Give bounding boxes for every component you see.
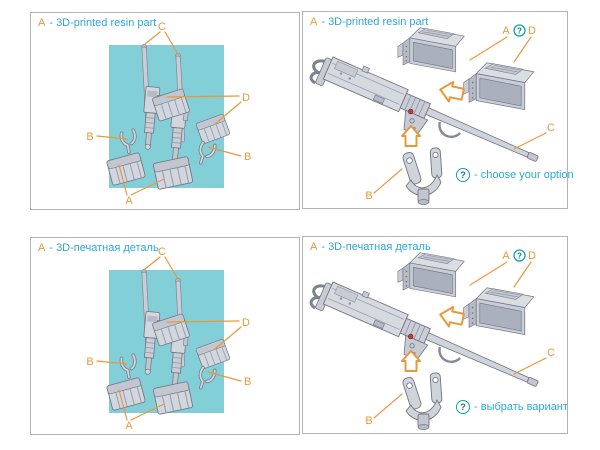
callout-label-a: A xyxy=(125,195,133,207)
callout-label-b: B xyxy=(365,190,372,202)
callout-lines xyxy=(373,36,547,194)
panel-parts-en: A- 3D-printed resin part xyxy=(30,12,300,210)
header-text: - 3D-printed resin part xyxy=(49,17,157,29)
option-note-text: - choose your option xyxy=(474,169,574,181)
header-text: - 3D-печатная деталь xyxy=(49,242,159,254)
header-letter: A xyxy=(310,241,318,253)
arrow-left-icon xyxy=(439,81,465,103)
question-mark: ? xyxy=(517,27,522,36)
header-text: - 3D-печатная деталь xyxy=(321,241,431,253)
option-note: ? - choose your option xyxy=(456,168,574,182)
resin-parts-illustration xyxy=(31,238,299,434)
header-letter: A xyxy=(38,242,46,254)
callout-label-b: B xyxy=(86,131,93,143)
panel-assembly-ru: A- 3D-печатная деталь ? - выбрать вариан… xyxy=(302,236,568,434)
header-letter: A xyxy=(310,16,318,28)
callout-label-c: C xyxy=(547,122,555,134)
ammo-box xyxy=(463,62,535,111)
panel-header: A- 3D-printed resin part xyxy=(310,16,428,29)
ammo-box xyxy=(397,27,465,73)
header-letter: A xyxy=(38,17,46,29)
panel-header: A- 3D-printed resin part xyxy=(38,17,156,30)
pintle-fork-part xyxy=(402,147,443,205)
machine-gun-illustration xyxy=(309,56,539,162)
panel-parts-ru: A- 3D-печатная деталь xyxy=(30,237,300,435)
red-pin-marker xyxy=(407,108,414,115)
question-icon: ? xyxy=(456,168,470,182)
arrow-up-icon xyxy=(401,125,421,147)
callout-label-a: A xyxy=(502,25,510,37)
resin-parts-illustration: C D B B A xyxy=(86,21,251,207)
question-icon: ? xyxy=(456,400,470,414)
header-text: - 3D-printed resin part xyxy=(321,16,429,28)
callout-label-d: D xyxy=(528,25,536,37)
assembly-illustration: A ? D C B xyxy=(309,24,555,205)
panel-header: A- 3D-печатная деталь xyxy=(38,242,159,255)
callout-label-b: B xyxy=(244,151,251,163)
callout-label-d: D xyxy=(242,92,250,104)
callout-label-c: C xyxy=(158,21,166,33)
callout-lines xyxy=(96,31,242,196)
option-note-text: - выбрать вариант xyxy=(474,401,568,413)
question-icon xyxy=(513,24,526,37)
option-note: ? - выбрать вариант xyxy=(456,400,568,414)
panel-assembly-en: A- 3D-printed resin part xyxy=(302,11,574,209)
panel-header: A- 3D-печатная деталь xyxy=(310,241,431,254)
